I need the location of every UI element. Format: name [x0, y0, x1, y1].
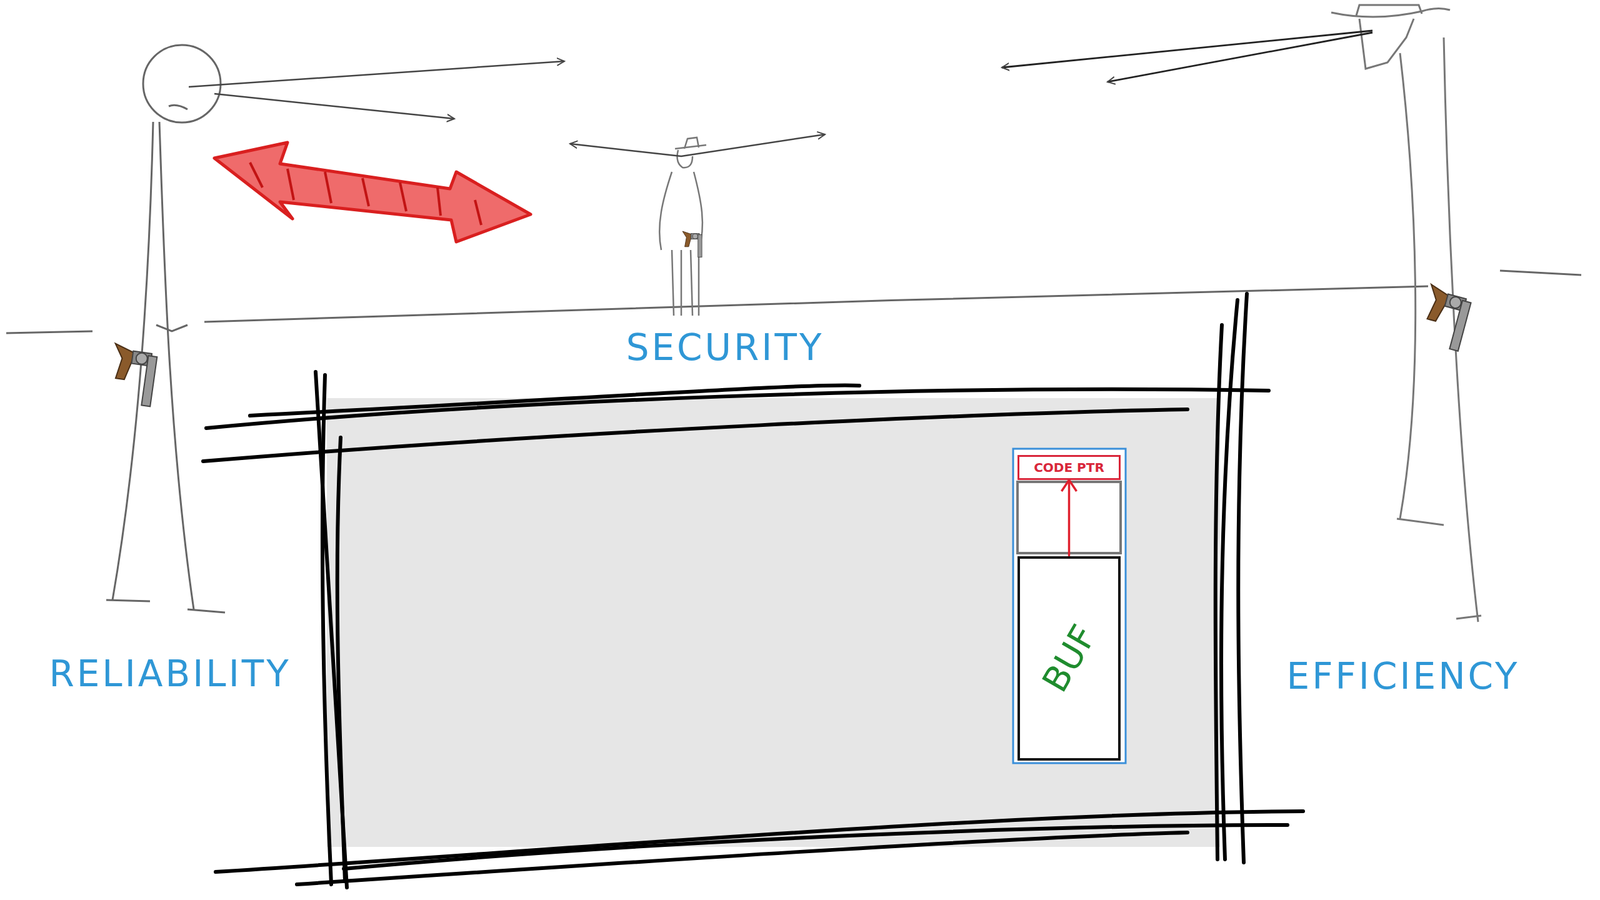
- buffer-box: BUF: [1017, 556, 1121, 761]
- overflow-arrow: [1068, 480, 1071, 557]
- stack-frame: [1013, 448, 1126, 764]
- sight-arrow: [188, 61, 565, 119]
- scribbled-box: [203, 293, 1304, 888]
- axis-label: RELIABILITY: [48, 652, 291, 695]
- sight-arrow: [1001, 30, 1373, 82]
- axis-label: SECURITY: [626, 326, 825, 369]
- revolver-icon: [107, 343, 159, 407]
- tension-arrow: [214, 142, 531, 242]
- revolver-icon: [682, 231, 702, 257]
- stick-figure-middle: [659, 137, 707, 316]
- stick-figure-right: [1331, 5, 1482, 622]
- box-text: CODE PTR: [1033, 460, 1105, 475]
- axis-label: EFFICIENCY: [1286, 655, 1520, 698]
- sight-arrow: [570, 134, 825, 157]
- box-text: BUF: [1033, 618, 1104, 699]
- code-pointer-box: CODE PTR: [1017, 455, 1121, 480]
- ground-line: [6, 270, 1582, 334]
- revolver-icon: [1416, 284, 1473, 352]
- stick-figure-left: [106, 45, 225, 613]
